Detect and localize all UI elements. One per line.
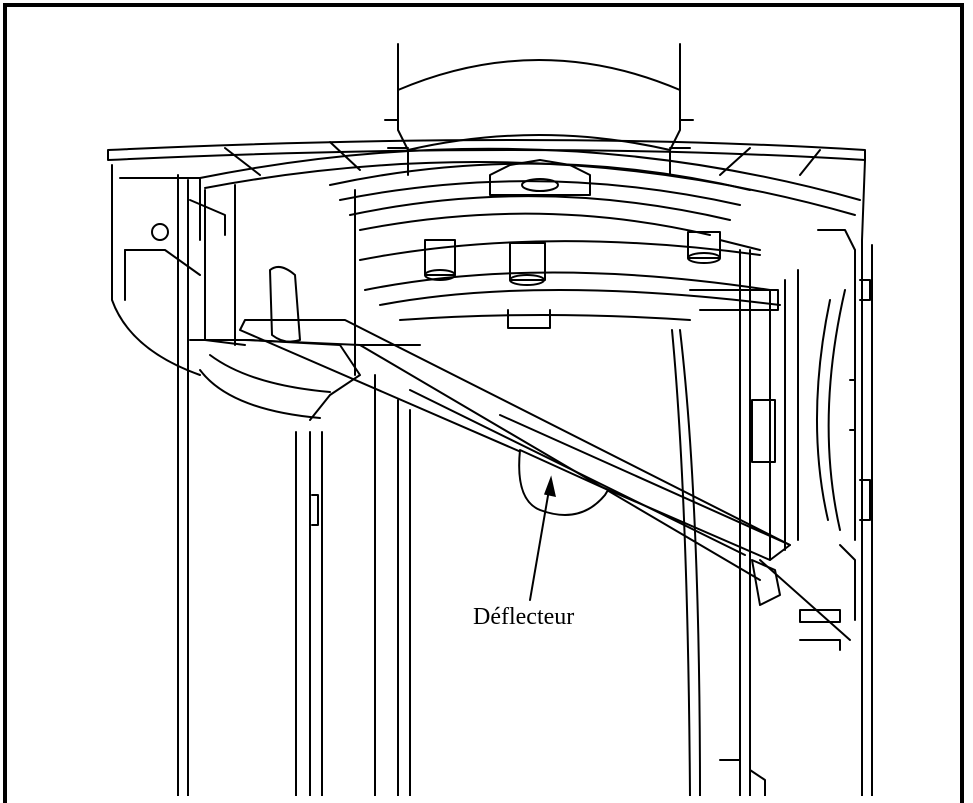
middle-rings bbox=[359, 240, 781, 321]
right-wall bbox=[671, 239, 799, 796]
upper-ring bbox=[199, 147, 861, 236]
inner-columns bbox=[295, 374, 411, 796]
lower-brackets bbox=[719, 544, 856, 796]
label-arrow bbox=[529, 475, 556, 601]
flue-collar bbox=[384, 43, 694, 176]
diagram-frame bbox=[3, 3, 964, 803]
right-door bbox=[815, 229, 873, 796]
deflector-label: Déflecteur bbox=[473, 604, 575, 630]
deflector-plate bbox=[239, 319, 791, 581]
left-baffle-bowl bbox=[189, 339, 361, 421]
bolt-lugs bbox=[424, 231, 721, 329]
deflector-half-moon bbox=[518, 449, 609, 516]
left-wall bbox=[124, 174, 356, 796]
